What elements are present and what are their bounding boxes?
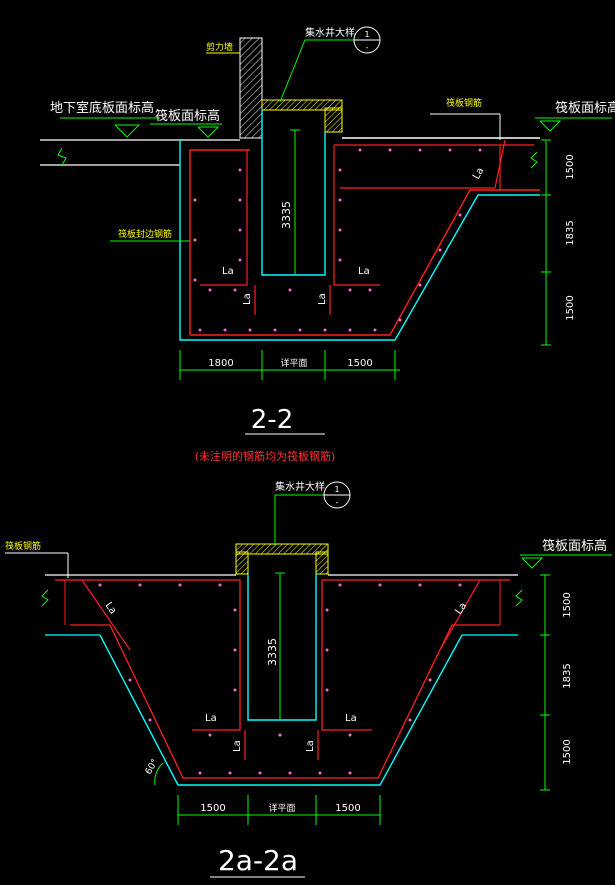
sump-detail-label-2: 集水井大样 [275,480,325,493]
rebar-dots-1 [193,148,482,332]
right-dim-2: 1835 [565,220,576,245]
level-symbol-raft-right [539,120,562,132]
angle-label: 60° [144,758,161,777]
sump-cap-side [324,107,343,133]
right-dim-3: 1500 [565,295,576,320]
shear-wall-label: 剪力墙 [206,41,233,53]
raft-level-2: 筏板面标高 [542,538,607,554]
la-label: La [358,266,370,277]
detail-dash: - [366,43,369,52]
right-dim-2-1: 1500 [562,592,573,617]
sump-cap-side-l [235,551,249,575]
level-symbol-basement [114,124,141,138]
raft-level-left: 筏板面标高 [155,108,220,124]
rebar-slope-r-2 [439,579,481,651]
la-label: La [232,740,243,752]
bottom-dim-1: 1800 [208,358,233,369]
sump-cap-2 [235,543,329,555]
rebar-wall-left [200,150,248,286]
angle-arc [154,762,164,786]
bottom-dim-2-1: 1500 [200,803,225,814]
la-label: La [471,166,486,182]
raft-rebar-label-2: 筏板钢筋 [5,540,41,552]
pit-outline-2 [99,634,463,786]
section-title-2: 2a-2a [218,844,298,877]
right-dim-2-3: 1500 [562,739,573,764]
la-label: La [242,293,253,305]
break-mark-left [57,147,67,166]
raft-level-right: 筏板面标高 [555,100,615,116]
section-2-2: 3335 La La La La La 地下室底板面标高 筏板面标高 筏板面标高… [40,26,615,463]
sump-detail-label: 集水井大样 [305,26,355,39]
break-mark-right [530,151,538,169]
sump-inner-2 [247,574,317,721]
right-dim-1: 1500 [565,154,576,179]
sump-ref-pointer [279,39,306,103]
rebar-outer-2 [55,579,241,731]
la-label: La [345,713,357,724]
break-mark-left-2 [41,589,49,607]
level-symbol-2 [521,557,544,569]
rebar-bottom [190,189,540,336]
la-label: La [222,266,234,277]
sump-cap-side-r [315,551,329,575]
la-label: La [205,713,217,724]
la-label: La [103,600,119,616]
la-label: La [305,740,316,752]
bottom-dim-2-2: 详平面 [268,802,295,814]
detail-number: 1 [364,30,369,39]
raft-rebar-label: 筏板钢筋 [446,97,482,109]
level-symbol-raft-left [197,126,220,138]
rebar-slope [340,139,506,189]
rebar-slope-l-2 [81,579,131,651]
rebar-dots-2 [98,583,462,775]
right-dim-2-2: 1835 [562,663,573,688]
la-label: La [317,293,328,305]
general-note: (未注明的钢筋均为筏板钢筋) [195,449,336,463]
break-mark-right-2 [515,589,523,607]
detail-number-2: 1 [334,485,339,494]
rebar-outer [189,149,250,335]
bottom-dim-3: 1500 [347,358,372,369]
rebar-wall-right [333,145,380,286]
sump-inner [261,110,326,276]
detail-dash-2: - [336,498,339,507]
sump-cap-1 [261,99,343,111]
la-label: La [453,601,469,617]
depth-label-2: 3335 [266,638,279,666]
section-title-1: 2-2 [251,405,293,435]
pit-outline [179,140,540,341]
rebar-bottom-2 [70,624,500,779]
shear-wall [239,37,263,139]
bottom-dim-2-3: 1500 [335,803,360,814]
raft-ext-rebar-label: 筏板封边钢筋 [118,228,172,240]
depth-label-1: 3335 [280,201,293,229]
section-2a-2a: 3335 La La La La La La 60° 集水井大样 1 - 筏板钢… [5,480,612,878]
rebar-wall-r-2 [321,580,372,731]
bottom-dim-2: 详平面 [280,357,307,369]
basement-slab-label: 地下室底板面标高 [50,100,154,116]
